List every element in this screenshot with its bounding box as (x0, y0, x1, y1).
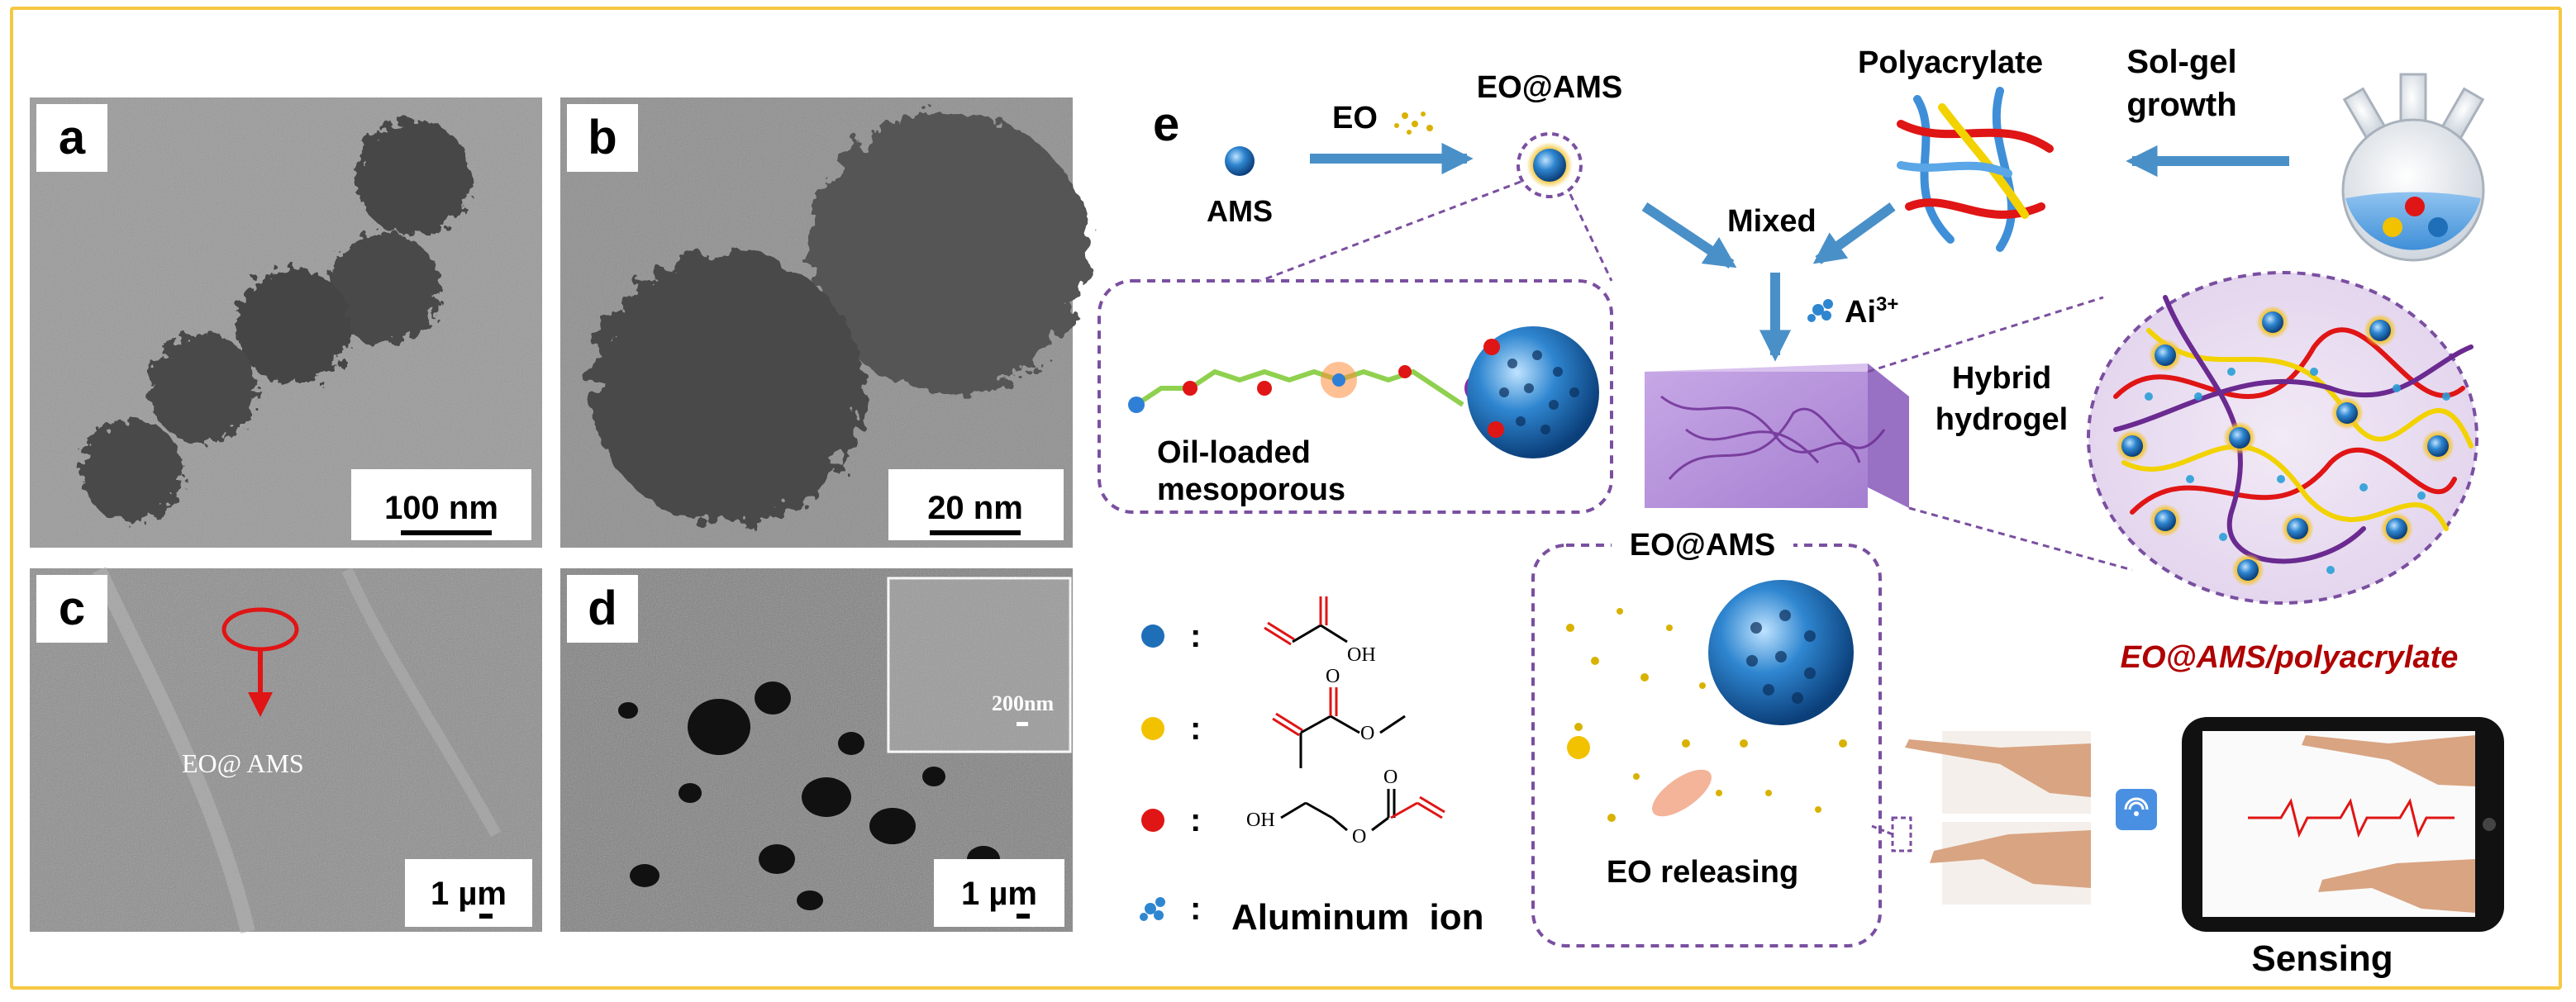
smartphone-icon (2182, 717, 2504, 932)
bacterium-rod-icon (1652, 769, 1712, 817)
panel-d-scale-box (934, 859, 1064, 927)
aluminum-ion-icon (1807, 299, 1833, 322)
panel-d-scale-label: 1 µm (961, 876, 1037, 912)
hybrid-label-2: hydrogel (1936, 402, 2068, 437)
oil-loaded-label-2: mesoporous (1157, 473, 1345, 507)
network-spheres (2116, 306, 2455, 586)
legend-o-1: O (1360, 723, 1374, 744)
panel-c-scale-label: 1 µm (431, 876, 507, 912)
hydrogel-cube-icon (1645, 363, 1909, 508)
panel-d-scale-bar (1017, 914, 1030, 919)
ams-label: AMS (1207, 194, 1273, 228)
panel-a-scale-bar (401, 530, 492, 535)
legend-o-2: O (1326, 666, 1340, 687)
hybrid-label-1: Hybrid (1952, 361, 2051, 396)
panel-c-annotation: EO@ AMS (182, 748, 304, 778)
hydrogel-network-zoom (2087, 271, 2478, 605)
legend-colon-2: : (1190, 710, 1201, 747)
mixed-arrow-left (1641, 202, 1737, 268)
legend-red-sphere-icon (1141, 809, 1164, 832)
panel-b-scale-box (888, 469, 1064, 540)
legend-o-3: O (1352, 826, 1366, 848)
legend-colon-3: : (1190, 802, 1201, 838)
legend-aluminum-label: Aluminum ion (1231, 897, 1484, 938)
figure-frame (10, 7, 2562, 990)
legend-oh-1: OH (1347, 644, 1376, 666)
hydroxyethyl-acrylate-structure (1280, 789, 1445, 832)
panel-d: 200nm d 1 µm (560, 568, 1073, 932)
panel-b-scale-bar (930, 530, 1021, 535)
mixed-label: Mixed (1727, 204, 1817, 239)
finger-bending-photo (1891, 731, 2091, 905)
panel-c-letter-box (36, 575, 107, 643)
panel-b-letter: b (588, 111, 617, 164)
zoom-source-circle (1517, 132, 1583, 198)
panel-a: a 100 nm (30, 97, 542, 548)
tem-particle-chain (81, 120, 471, 522)
legend-blue-sphere-icon (1141, 624, 1164, 648)
legend-colon-4: : (1190, 890, 1201, 927)
tem-particle-pair (591, 112, 1089, 525)
panel-a-letter-box (36, 104, 107, 172)
panel-a-scale-box (351, 469, 531, 540)
eo-ams-sphere-icon (1533, 149, 1566, 182)
sol-gel-label-2: growth (2126, 87, 2236, 123)
methyl-methacrylate-structure (1272, 687, 1406, 768)
eo-releasing-label: EO releasing (1607, 855, 1798, 890)
panel-a-scale-label: 100 nm (384, 490, 498, 526)
panel-c: c EO@ AMS 1 µm (30, 567, 542, 934)
polyacrylate-label: Polyacrylate (1858, 45, 2043, 80)
mixed-arrow-right (1812, 202, 1896, 264)
reaction-flask-icon (2341, 73, 2485, 262)
panel-c-scale-box (405, 859, 532, 927)
oil-loaded-label-1: Oil-loaded (1157, 435, 1311, 470)
molecule-chain-icon (1128, 362, 1494, 413)
legend-aluminum-ion-icon (1140, 897, 1165, 921)
oil-loaded-zoom-box (1098, 279, 1613, 514)
panel-a-letter: a (59, 111, 86, 164)
eo-droplets-icon (1394, 112, 1433, 135)
legend-yellow-sphere-icon (1141, 717, 1164, 740)
released-eo-droplets (1566, 608, 1847, 822)
legend-colon-1: : (1190, 618, 1201, 654)
bacterium-sphere-icon (1567, 736, 1590, 759)
eo-ams-top-label: EO@AMS (1477, 70, 1622, 105)
wireless-icon (2116, 789, 2157, 830)
panel-c-letter: c (59, 582, 85, 635)
legend-oh-2: OH (1246, 810, 1275, 831)
panel-b-scale-label: 20 nm (927, 490, 1023, 526)
panel-e: e AMS EO EO@AMS (1098, 44, 2504, 979)
sensing-label: Sensing (2251, 938, 2393, 979)
ion-label: Ai3+ (1845, 293, 1898, 330)
panel-d-letter: d (588, 582, 617, 635)
panel-b-letter-box (567, 104, 638, 172)
sensor-signal-trace (2248, 798, 2455, 838)
panel-d-letter-box (567, 575, 638, 643)
eo-label: EO (1332, 101, 1378, 135)
acrylic-acid-structure (1264, 596, 1348, 646)
panel-c-scale-bar (479, 914, 493, 919)
panel-e-letter: e (1153, 97, 1179, 151)
legend-o-4: O (1383, 767, 1398, 788)
monomer-legend: : OH : O O (1140, 596, 1484, 938)
eo-ams-release-label: EO@AMS (1630, 528, 1775, 563)
panel-b: b 20 nm (560, 97, 1089, 548)
ams-sphere-icon (1225, 146, 1255, 176)
composite-label: EO@AMS/polyacrylate (2121, 640, 2459, 675)
sol-gel-label-1: Sol-gel (2126, 44, 2236, 80)
polyacrylate-network-icon (1897, 87, 2054, 252)
panel-d-inset-scale: 200nm (992, 691, 1054, 715)
